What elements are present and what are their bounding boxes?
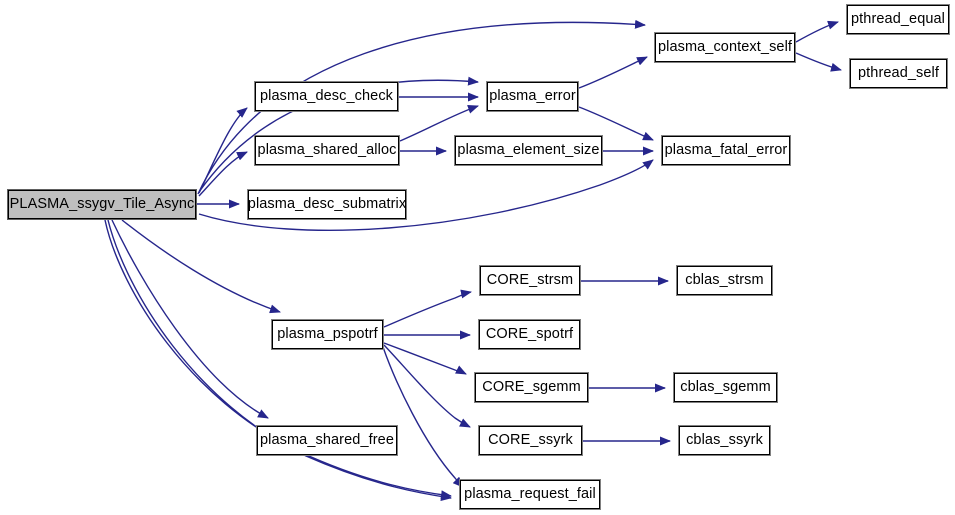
graph-node-core_spotrf[interactable]: CORE_spotrf: [478, 319, 581, 350]
edge-root-to-request_fail2: [107, 219, 452, 501]
graph-node-desc_check[interactable]: plasma_desc_check: [254, 81, 399, 112]
node-label: CORE_strsm: [486, 271, 574, 288]
edge-context_self-to-pthread_self: [795, 52, 842, 72]
edge-context_self-to-pthread_equal: [795, 20, 839, 43]
graph-node-shared_alloc[interactable]: plasma_shared_alloc: [254, 135, 400, 166]
graph-node-core_sgemm[interactable]: CORE_sgemm: [474, 372, 589, 403]
edge-root-to-shared_free: [111, 219, 269, 419]
node-label: plasma_fatal_error: [664, 141, 788, 158]
node-label: plasma_shared_free: [260, 431, 394, 448]
graph-node-cblas_ssyrk[interactable]: cblas_ssyrk: [678, 425, 771, 456]
node-label: cblas_ssyrk: [686, 431, 763, 448]
edge-root-to-shared_alloc: [198, 151, 248, 197]
graph-node-pthread_equal[interactable]: pthread_equal: [846, 4, 950, 35]
edge-pspotrf-to-core_strsm: [383, 289, 472, 328]
graph-node-core_ssyrk[interactable]: CORE_ssyrk: [478, 425, 583, 456]
graph-node-pthread_self[interactable]: pthread_self: [849, 58, 948, 89]
graph-node-fatal_error[interactable]: plasma_fatal_error: [661, 135, 791, 166]
graph-node-desc_submatrix[interactable]: plasma_desc_submatrix: [247, 189, 407, 220]
node-label: plasma_request_fail: [464, 485, 596, 502]
graph-node-root[interactable]: PLASMA_ssygv_Tile_Async: [7, 189, 197, 220]
node-label: CORE_spotrf: [485, 325, 574, 342]
node-label: CORE_ssyrk: [488, 431, 573, 448]
graph-node-shared_free[interactable]: plasma_shared_free: [256, 425, 398, 456]
node-label: plasma_desc_check: [259, 87, 394, 104]
edge-error-to-context_self: [578, 56, 648, 89]
graph-node-core_strsm[interactable]: CORE_strsm: [479, 265, 581, 296]
node-label: cblas_sgemm: [680, 378, 771, 395]
node-label: cblas_strsm: [685, 271, 764, 288]
edge-pspotrf-to-core_ssyrk: [383, 344, 471, 428]
edge-root-to-pspotrf: [121, 219, 281, 314]
node-label: plasma_error: [489, 87, 576, 104]
node-label: plasma_shared_alloc: [257, 141, 397, 158]
graph-node-cblas_strsm[interactable]: cblas_strsm: [676, 265, 773, 296]
graph-node-element_size[interactable]: plasma_element_size: [454, 135, 603, 166]
node-label: plasma_context_self: [657, 38, 793, 55]
graph-node-error[interactable]: plasma_error: [486, 81, 579, 112]
graph-node-cblas_sgemm[interactable]: cblas_sgemm: [673, 372, 778, 403]
node-label: PLASMA_ssygv_Tile_Async: [9, 195, 195, 212]
node-label: pthread_self: [857, 64, 939, 81]
graph-node-request_fail[interactable]: plasma_request_fail: [459, 479, 601, 510]
node-label: plasma_element_size: [457, 141, 600, 158]
node-label: CORE_sgemm: [482, 378, 581, 395]
graph-node-pspotrf[interactable]: plasma_pspotrf: [271, 319, 384, 350]
node-label: plasma_pspotrf: [277, 325, 378, 342]
edge-root-to-desc_check: [198, 107, 248, 194]
node-label: plasma_desc_submatrix: [247, 195, 407, 212]
graph-node-context_self[interactable]: plasma_context_self: [654, 32, 796, 63]
node-label: pthread_equal: [850, 10, 946, 27]
edge-pspotrf-to-request_fail: [382, 346, 464, 488]
edge-pspotrf-to-core_sgemm: [383, 342, 467, 375]
